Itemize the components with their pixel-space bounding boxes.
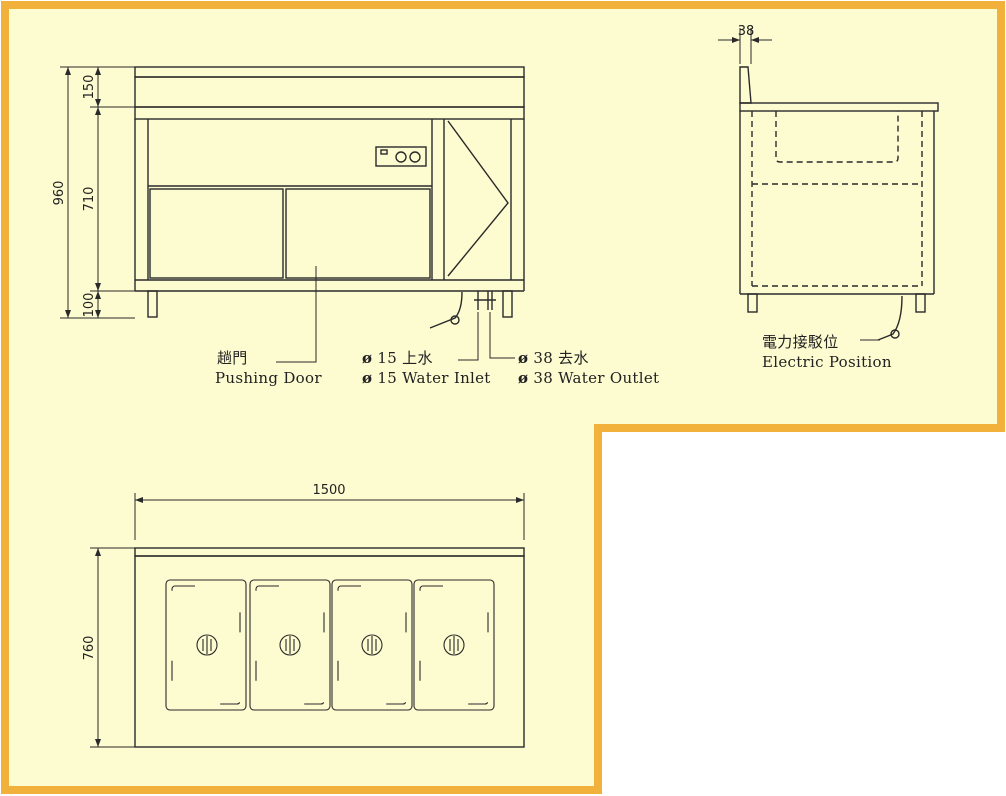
water-inlet-text-en: 15 Water Inlet	[377, 369, 491, 387]
dim-side-top: 38	[738, 24, 755, 39]
electric-position-label-en: Electric Position	[762, 353, 892, 371]
water-outlet-label-zh: ø 38 去水	[518, 347, 589, 368]
diameter-icon: ø	[362, 369, 373, 387]
side-view	[739, 66, 939, 341]
diameter-icon: ø	[518, 349, 529, 367]
dim-body: 710	[82, 187, 97, 212]
basin	[249, 579, 331, 711]
top-view	[134, 547, 525, 748]
basin	[165, 579, 247, 711]
dim-depth: 760	[82, 636, 97, 661]
leader-lines	[276, 266, 880, 363]
electric-position-label-zh: 電力接駁位	[762, 333, 839, 351]
pushing-door-label-zh: 趟門	[217, 349, 248, 367]
top-dimensions	[90, 493, 525, 748]
front-view	[134, 66, 525, 329]
basin	[413, 579, 495, 711]
dim-legs: 100	[82, 293, 97, 318]
dim-width: 1500	[312, 483, 345, 498]
basin	[331, 579, 413, 711]
side-dimension	[718, 28, 772, 64]
pushing-door-label-en: Pushing Door	[215, 369, 322, 387]
arrowheads	[65, 37, 759, 747]
water-inlet-label-zh: ø 15 上水	[362, 347, 433, 368]
water-inlet-text-zh: 15 上水	[377, 349, 433, 367]
dim-total-height: 960	[52, 181, 67, 206]
water-outlet-label-en: ø 38 Water Outlet	[518, 369, 659, 387]
diameter-icon: ø	[362, 349, 373, 367]
water-outlet-text-zh: 38 去水	[533, 349, 589, 367]
dim-top-ledge: 150	[82, 75, 97, 100]
water-inlet-label-en: ø 15 Water Inlet	[362, 369, 491, 387]
diameter-icon: ø	[518, 369, 529, 387]
water-outlet-text-en: 38 Water Outlet	[533, 369, 660, 387]
